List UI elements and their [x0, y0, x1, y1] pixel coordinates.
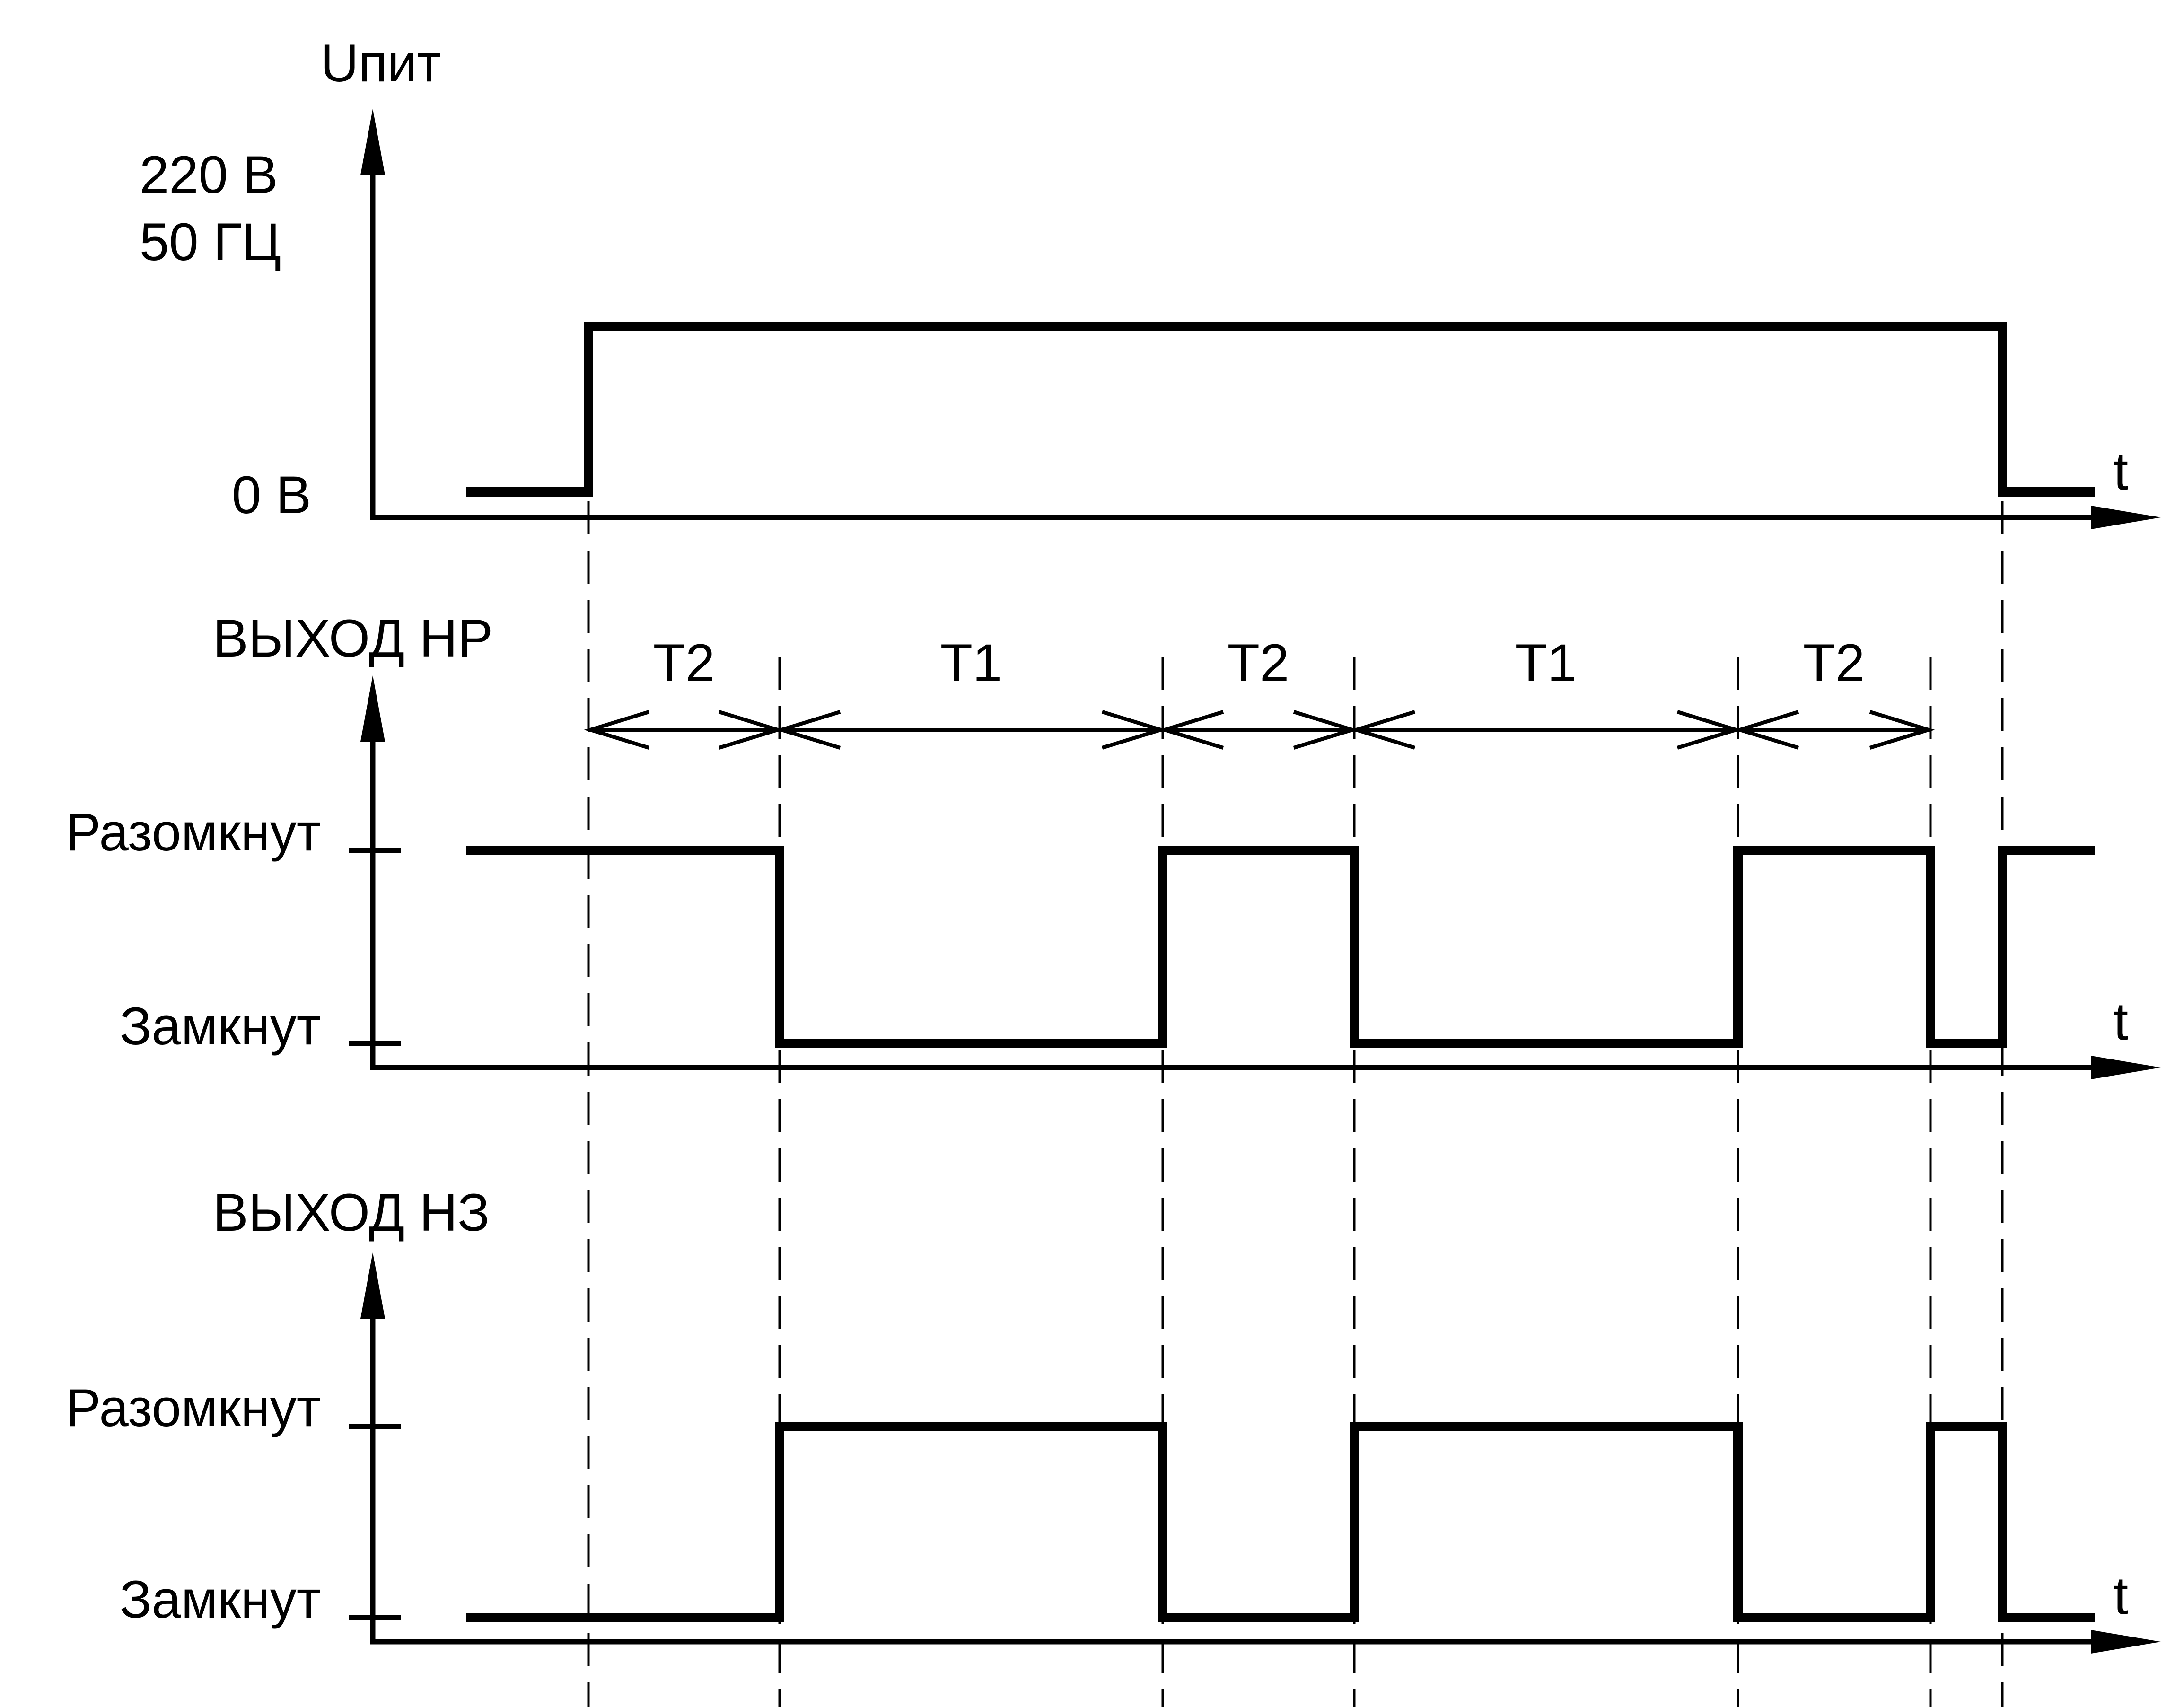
supply-panel: Uпит 220 В 50 ГЦ 0 В t: [140, 34, 2161, 529]
interval-arrowhead-left: [775, 710, 841, 750]
supply-time-label: t: [2114, 442, 2128, 501]
output-no-level-closed: Замкнут: [120, 997, 321, 1056]
interval-arrowhead-right: [1869, 710, 1935, 750]
supply-x-arrowhead: [2091, 506, 2161, 529]
supply-y-arrowhead: [360, 109, 385, 175]
output-nc-title: ВЫХОД НЗ: [213, 1183, 490, 1242]
interval-arrowhead-left: [584, 710, 650, 750]
interval-dimensions: T2 T1 T2 T1 T2: [584, 633, 1935, 750]
output-no-level-open: Разомкнут: [65, 803, 321, 862]
output-nc-panel: ВЫХОД НЗ Разомкнут Замкнут t: [65, 1183, 2161, 1654]
interval-arrowhead-left: [1350, 710, 1416, 750]
interval-arrowhead-left: [1158, 710, 1224, 750]
interval-arrowhead-left: [1733, 710, 1799, 750]
interval-label: T2: [653, 633, 715, 692]
supply-level-low: 0 В: [232, 465, 311, 525]
output-nc-x-arrowhead: [2091, 1630, 2161, 1654]
output-no-title: ВЫХОД НР: [213, 609, 493, 668]
output-no-y-arrowhead: [360, 675, 385, 742]
supply-axis-label: Uпит: [320, 34, 441, 93]
transition-guides: [587, 501, 2004, 1707]
supply-level-high-frequency: 50 ГЦ: [140, 212, 281, 271]
output-nc-waveform: [466, 1422, 2095, 1622]
output-nc-level-open: Разомкнут: [65, 1378, 321, 1437]
output-no-panel: ВЫХОД НР Разомкнут Замкнут t: [65, 609, 2161, 1079]
supply-level-high-voltage: 220 В: [140, 145, 278, 204]
interval-label: T2: [1803, 633, 1865, 692]
interval-label: T2: [1228, 633, 1289, 692]
output-no-x-arrowhead: [2091, 1056, 2161, 1079]
output-nc-level-closed: Замкнут: [120, 1570, 321, 1629]
output-no-waveform: [466, 846, 2095, 1048]
output-no-time-label: t: [2114, 992, 2128, 1051]
interval-label: T1: [1515, 633, 1577, 692]
interval-label: T1: [940, 633, 1002, 692]
supply-waveform: [466, 322, 2095, 497]
output-nc-y-arrowhead: [360, 1252, 385, 1319]
output-nc-time-label: t: [2114, 1566, 2128, 1625]
